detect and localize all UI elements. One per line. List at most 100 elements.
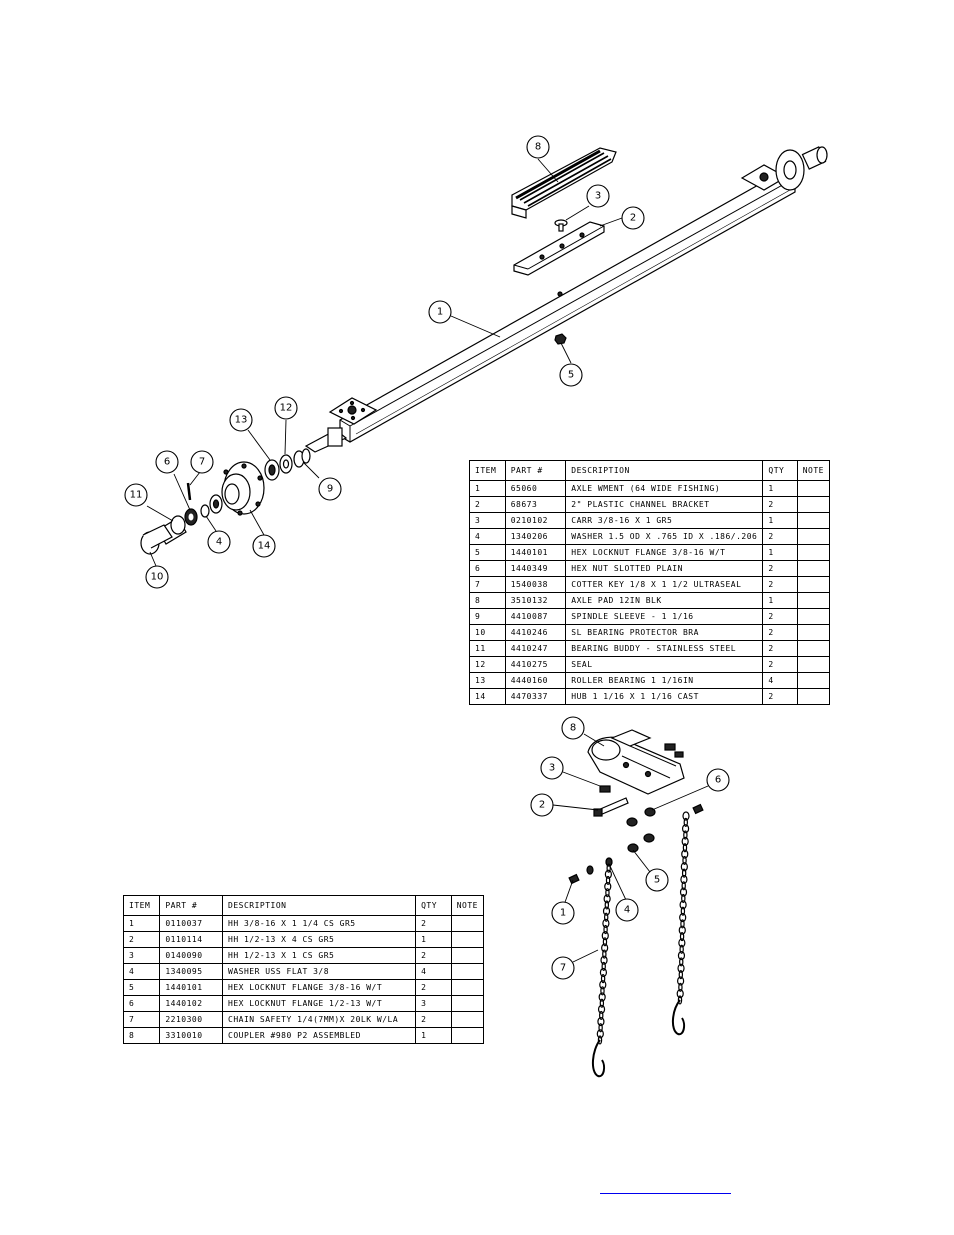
table-cell: 4 bbox=[415, 963, 452, 980]
washer-part bbox=[200, 494, 223, 518]
callout-axle-13: 13 bbox=[229, 408, 253, 432]
table-cell: BEARING BUDDY - STAINLESS STEEL bbox=[565, 640, 764, 657]
table-cell bbox=[796, 512, 831, 529]
chain-link bbox=[602, 906, 611, 916]
chain-link bbox=[601, 931, 609, 941]
column-header: NOTE bbox=[450, 895, 485, 916]
callout-axle-8: 8 bbox=[526, 135, 550, 159]
table-cell bbox=[796, 576, 831, 593]
chain-link bbox=[598, 992, 606, 1002]
table-cell: 1 bbox=[415, 1027, 452, 1044]
chain-link bbox=[682, 855, 687, 866]
callout-coupler-5: 5 bbox=[645, 868, 669, 892]
svg-text:10: 10 bbox=[151, 572, 164, 583]
table-cell: 4440160 bbox=[504, 672, 567, 689]
axle-assembly-drawing bbox=[140, 146, 828, 555]
callout-axle-1: 1 bbox=[428, 300, 452, 324]
table-cell: 6 bbox=[469, 560, 506, 577]
chain-link bbox=[599, 980, 607, 990]
table-cell: SEAL bbox=[565, 656, 764, 673]
chain-link bbox=[682, 811, 690, 821]
chain-link bbox=[604, 900, 610, 910]
table-cell: 3 bbox=[415, 995, 452, 1012]
chain-link bbox=[605, 888, 610, 898]
table-cell bbox=[796, 624, 831, 641]
table-cell: 2 bbox=[469, 496, 506, 513]
table-cell bbox=[796, 496, 831, 513]
chain-link bbox=[597, 1035, 603, 1045]
callout-coupler-7: 7 bbox=[551, 956, 575, 980]
table-cell: 4410275 bbox=[504, 656, 567, 673]
chain-link bbox=[597, 1016, 605, 1027]
table-cell: 1 bbox=[415, 931, 452, 948]
table-cell: 6 bbox=[122, 995, 161, 1012]
table-cell: 4 bbox=[122, 963, 161, 980]
table-cell: 2 bbox=[415, 915, 452, 932]
roller-bearing-part bbox=[264, 459, 280, 481]
axle-callouts: 1 2 3 4 5 6 7 8 9 10 11 12 13 14 bbox=[124, 135, 645, 589]
chain-link bbox=[681, 836, 689, 846]
chain-link bbox=[681, 868, 687, 878]
callout-axle-3: 3 bbox=[586, 184, 610, 208]
table-cell bbox=[796, 688, 831, 705]
table-cell bbox=[450, 1027, 485, 1044]
chain-link bbox=[678, 925, 686, 935]
channel-bracket-part bbox=[513, 221, 605, 276]
table-cell: 11 bbox=[469, 640, 506, 657]
hub-part bbox=[221, 461, 265, 516]
carriage-bolt-part bbox=[554, 219, 568, 232]
chain-link bbox=[604, 869, 612, 879]
axle-tube-part bbox=[304, 146, 828, 453]
table-cell: 2 bbox=[762, 640, 798, 657]
callout-axle-6: 6 bbox=[155, 450, 179, 474]
footer-link[interactable] bbox=[600, 1181, 731, 1194]
table-cell bbox=[450, 931, 485, 948]
table-cell bbox=[450, 1011, 485, 1028]
chain-link bbox=[599, 1010, 604, 1021]
coupler-leader-lines bbox=[552, 733, 709, 963]
chain-link bbox=[683, 817, 688, 827]
callout-coupler-3: 3 bbox=[540, 756, 564, 780]
chain-link bbox=[679, 931, 685, 942]
table-cell: 1440101 bbox=[159, 979, 224, 996]
long-bolt-part bbox=[593, 797, 629, 817]
table-cell: CARR 3/8-16 X 1 GR5 bbox=[565, 512, 764, 529]
coupler-assembly-drawing bbox=[568, 729, 704, 1078]
table-cell: WASHER 1.5 OD X .765 ID X .186/.206 bbox=[565, 528, 764, 545]
column-header: PART # bbox=[159, 895, 224, 916]
table-cell: HH 1/2-13 X 1 CS GR5 bbox=[222, 947, 417, 964]
chain-link bbox=[683, 830, 688, 840]
table-cell bbox=[796, 672, 831, 689]
svg-text:8: 8 bbox=[535, 142, 541, 153]
table-cell: WASHER USS FLAT 3/8 bbox=[222, 963, 417, 980]
chain-link bbox=[678, 938, 686, 948]
callout-coupler-8: 8 bbox=[561, 716, 585, 740]
cotter-key-part bbox=[186, 482, 192, 501]
table-cell: 1340095 bbox=[159, 963, 224, 980]
svg-text:14: 14 bbox=[258, 541, 271, 552]
locknut-part bbox=[554, 333, 567, 345]
chain-link bbox=[676, 989, 684, 999]
svg-text:5: 5 bbox=[568, 370, 574, 381]
table-cell: 5 bbox=[469, 544, 506, 561]
chain-link bbox=[680, 919, 685, 929]
table-cell: 2 bbox=[762, 496, 798, 513]
chain-link bbox=[603, 894, 611, 904]
table-cell bbox=[796, 560, 831, 577]
table-cell bbox=[796, 592, 831, 609]
table-cell: 0110037 bbox=[159, 915, 224, 932]
table-cell: 4 bbox=[762, 672, 798, 689]
chain-link bbox=[681, 893, 686, 904]
table-cell: 13 bbox=[469, 672, 506, 689]
svg-text:3: 3 bbox=[549, 763, 555, 774]
table-cell: CHAIN SAFETY 1/4(7MM)X 20LK W/LA bbox=[222, 1011, 417, 1028]
